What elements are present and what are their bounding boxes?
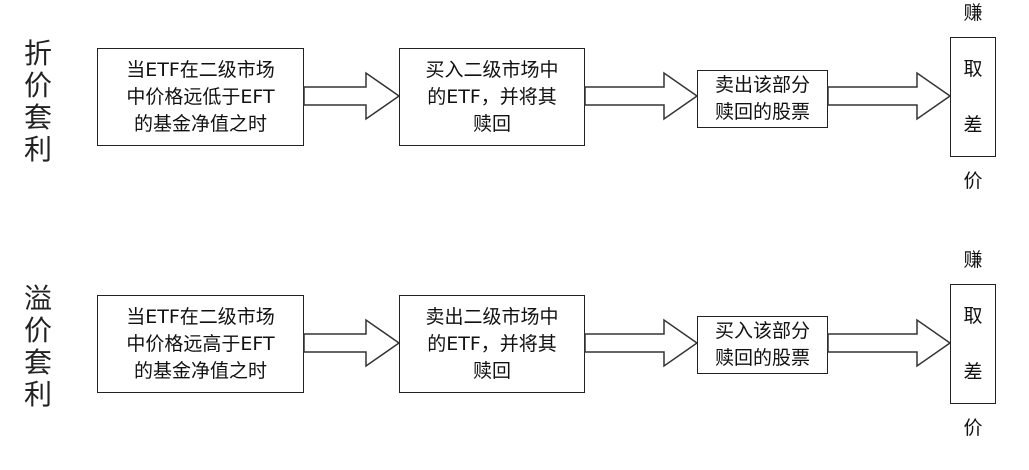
row-2-step-1-text: 当ETF在二级市场 中价格远高于EFT 的基金净值之时: [126, 305, 275, 382]
row-1-step-3-box: 卖出该部分 赎回的股票: [697, 70, 828, 128]
row-2-step-2-box: 卖出二级市场中 的ETF，并将其 赎回: [399, 295, 585, 393]
row-2-step-3-box: 买入该部分 赎回的股票: [697, 316, 828, 374]
row-2-step-4-box: 赚 取 差 价: [950, 249, 996, 439]
row-1-label: 折 价 套 利: [23, 37, 52, 166]
row-1-step-4-box: 赚 取 差 价: [950, 2, 996, 192]
row-1-step-3-text: 卖出该部分 赎回的股票: [714, 74, 810, 123]
row-2-label: 溢 价 套 利: [23, 282, 52, 411]
row-1-step-2-text: 买入二级市场中 的ETF，并将其 赎回: [425, 58, 559, 135]
row-1-step-2-box: 买入二级市场中 的ETF，并将其 赎回: [399, 48, 585, 146]
row-2-step-2-text: 卖出二级市场中 的ETF，并将其 赎回: [425, 305, 559, 382]
row-2-arrow-1: [303, 318, 401, 368]
row-1-arrow-3: [827, 71, 952, 121]
row-1-arrow-1: [303, 71, 401, 121]
row-2-step-3-text: 买入该部分 赎回的股票: [714, 320, 810, 369]
row-1-arrow-2: [584, 71, 699, 121]
row-1-step-1-box: 当ETF在二级市场 中价格远低于EFT 的基金净值之时: [97, 48, 304, 146]
row-2-arrow-2: [584, 318, 699, 368]
row-2-arrow-3: [827, 318, 952, 368]
row-2-step-1-box: 当ETF在二级市场 中价格远高于EFT 的基金净值之时: [97, 295, 304, 393]
row-1-step-1-text: 当ETF在二级市场 中价格远低于EFT 的基金净值之时: [126, 58, 275, 135]
